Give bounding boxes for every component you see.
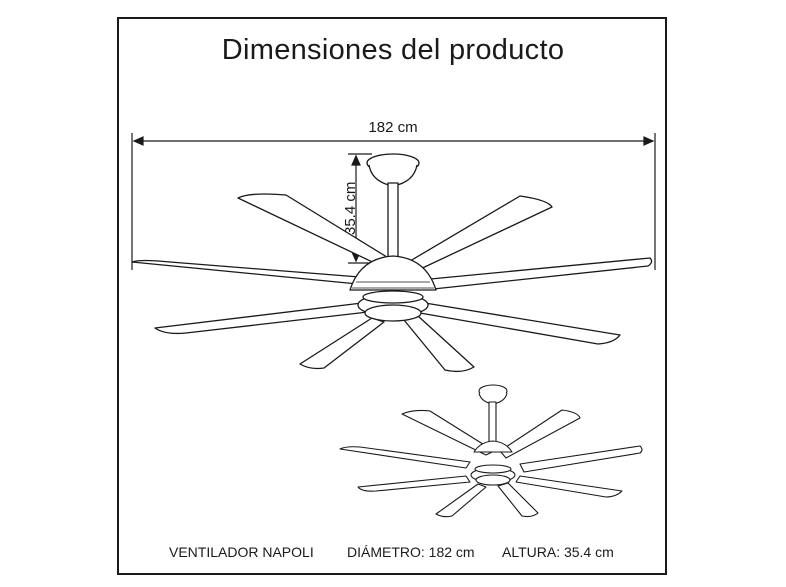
height-arrow-top [351,154,361,166]
width-arrow-left [132,136,144,146]
width-arrow-right [643,136,655,146]
footer-model: VENTILADOR NAPOLI [169,544,314,560]
width-dimension-label: 182 cm [368,119,418,136]
diagram-frame [117,17,667,575]
footer-diameter: DIÁMETRO: 182 cm [347,544,475,560]
page-title: Dimensiones del producto [221,34,565,66]
footer-height: ALTURA: 35.4 cm [502,544,614,560]
